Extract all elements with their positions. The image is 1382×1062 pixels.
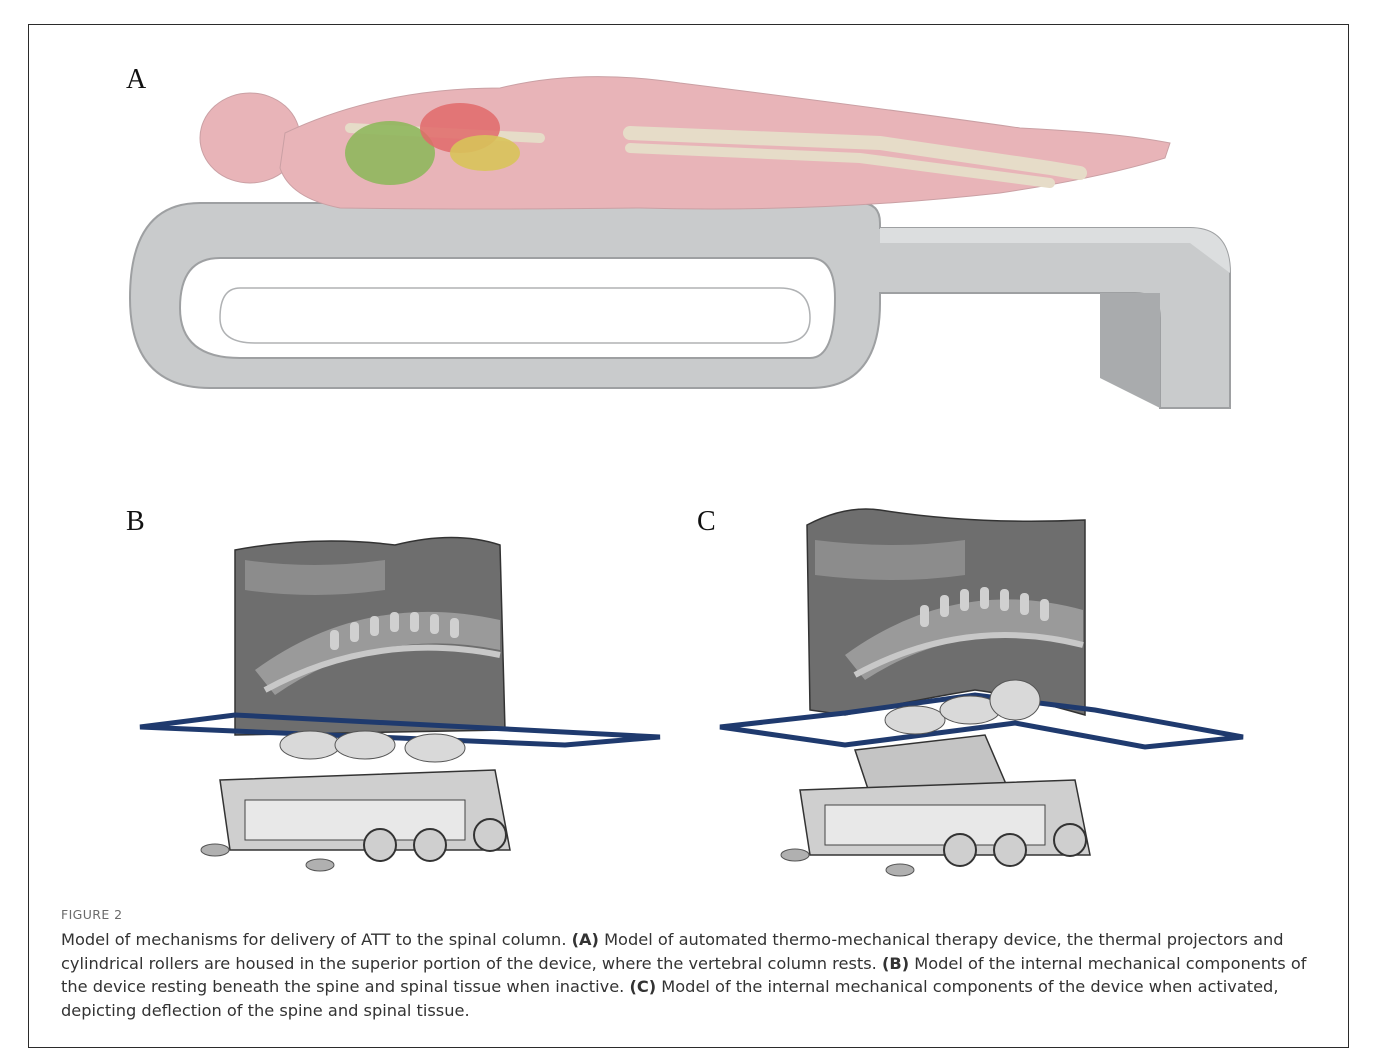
roller-mechanism bbox=[200, 730, 511, 872]
spinal-tissue-block bbox=[234, 536, 506, 736]
caption-tag-b: (B) bbox=[881, 953, 910, 973]
caption-text-c: Model of the internal mechanical compone… bbox=[61, 977, 1279, 1020]
panel-b-label: B bbox=[126, 506, 145, 537]
caption-text-a: Model of automated thermo-mechanical the… bbox=[61, 930, 1284, 973]
vertebrae bbox=[920, 587, 1049, 627]
caption-tag-c: (C) bbox=[629, 977, 657, 996]
therapy-bed bbox=[128, 202, 1231, 409]
support-plate-deflected bbox=[719, 692, 1244, 750]
panel-a-illustration bbox=[128, 76, 1231, 409]
panel-c-label: C bbox=[697, 506, 716, 537]
figure-label: FIGURE 2 bbox=[61, 907, 123, 922]
panel-b-illustration bbox=[139, 536, 661, 872]
caption-text-b: Model of the internal mechanical compone… bbox=[61, 953, 1307, 997]
caption-tag-a: (A) bbox=[571, 930, 599, 949]
caption-lead: Model of mechanisms for delivery of ATT … bbox=[61, 930, 572, 949]
figure-caption: Model of mechanisms for delivery of ATT … bbox=[61, 928, 1331, 1022]
roller-mechanism-activated bbox=[780, 679, 1091, 877]
panel-c-illustration bbox=[719, 508, 1244, 877]
vertebrae bbox=[330, 612, 459, 650]
human-model bbox=[199, 76, 1171, 210]
panel-a-label: A bbox=[126, 64, 147, 95]
